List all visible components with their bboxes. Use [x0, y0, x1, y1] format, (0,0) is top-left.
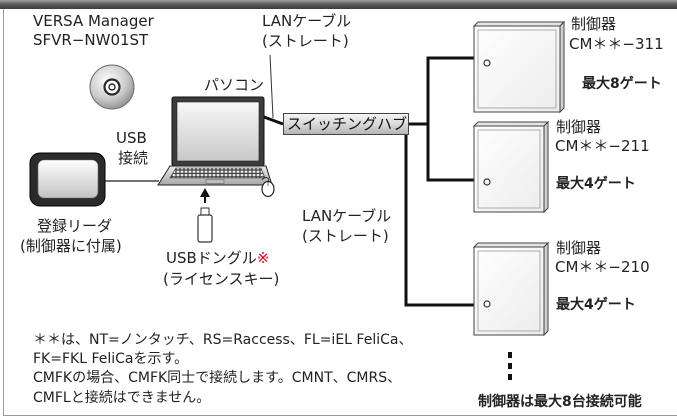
controller-1-gates: 最大8ゲート: [582, 76, 662, 92]
lan-cable-upper-leader: [269, 54, 274, 119]
note-line-3: CMFKの場合、CMFK同士で接続します。CMNT、CMRS、: [33, 370, 402, 386]
switching-hub-label: スイッチングハブ: [287, 115, 408, 133]
controller-cabinet-icon: [472, 20, 566, 114]
dongle-note-mark: ※: [256, 249, 270, 267]
lan-cable-pc-to-hub: [263, 115, 284, 126]
note-line-2: FK=FKL FeliCaを示す。: [33, 351, 189, 367]
more-controllers-dots: [508, 352, 512, 380]
max-controllers-note: 制御器は最大8台接続可能: [478, 394, 642, 410]
diagram-frame: [3, 9, 677, 416]
controller-1-model: CM＊＊−311: [569, 35, 664, 53]
lock-icon: [483, 300, 491, 308]
controller-3-model: CM＊＊−210: [555, 258, 650, 276]
reader-note: (制御器に付属): [20, 237, 122, 255]
switching-hub: スイッチングハブ: [283, 113, 409, 135]
note-line-4: CMFLと接続はできません。: [33, 390, 211, 406]
controller-cabinet-icon: [472, 241, 550, 337]
controller-3-title: 制御器: [556, 239, 602, 257]
lan-cable-upper-name: LANケーブル: [262, 12, 352, 30]
dongle-name: USBドングル: [166, 249, 257, 267]
cd-rom-icon: [89, 64, 135, 110]
controller-3-gates: 最大4ゲート: [556, 297, 636, 313]
usb-dongle-icon: [197, 207, 213, 243]
dongle-note: (ライセンスキー): [163, 270, 280, 288]
controller-cabinet-icon: [472, 120, 550, 214]
lan-cable-lower-type: (ストレート): [302, 227, 389, 245]
header-bar: [0, 0, 677, 9]
lan-cable-controller-3: [404, 135, 474, 307]
dongle-label: USBドングル※: [166, 249, 269, 268]
lock-icon: [483, 178, 491, 186]
note-line-1: ＊＊は、NT=ノンタッチ、RS=Raccess、FL=iEL FeliCa、: [33, 332, 413, 348]
arrow-up-icon: [200, 188, 210, 203]
card-reader-icon: [29, 152, 106, 207]
usb-connection-line2: 接続: [118, 149, 149, 167]
reader-name: 登録リーダ: [37, 217, 113, 235]
software-model: SFVR−NW01ST: [33, 31, 149, 49]
laptop-icon: [157, 96, 273, 186]
lock-icon: [483, 59, 491, 67]
usb-connection-line1: USB: [116, 129, 147, 147]
pc-label: パソコン: [204, 76, 265, 94]
controller-1-title: 制御器: [571, 15, 617, 33]
controller-2-gates: 最大4ゲート: [556, 176, 636, 192]
mouse-icon: [261, 177, 275, 198]
lan-cable-lower-name: LANケーブル: [302, 207, 392, 225]
software-name: VERSA Manager: [33, 12, 154, 30]
controller-2-title: 制御器: [556, 118, 602, 136]
lan-cable-upper-type: (ストレート): [262, 32, 349, 50]
controller-2-model: CM＊＊−211: [555, 137, 650, 155]
